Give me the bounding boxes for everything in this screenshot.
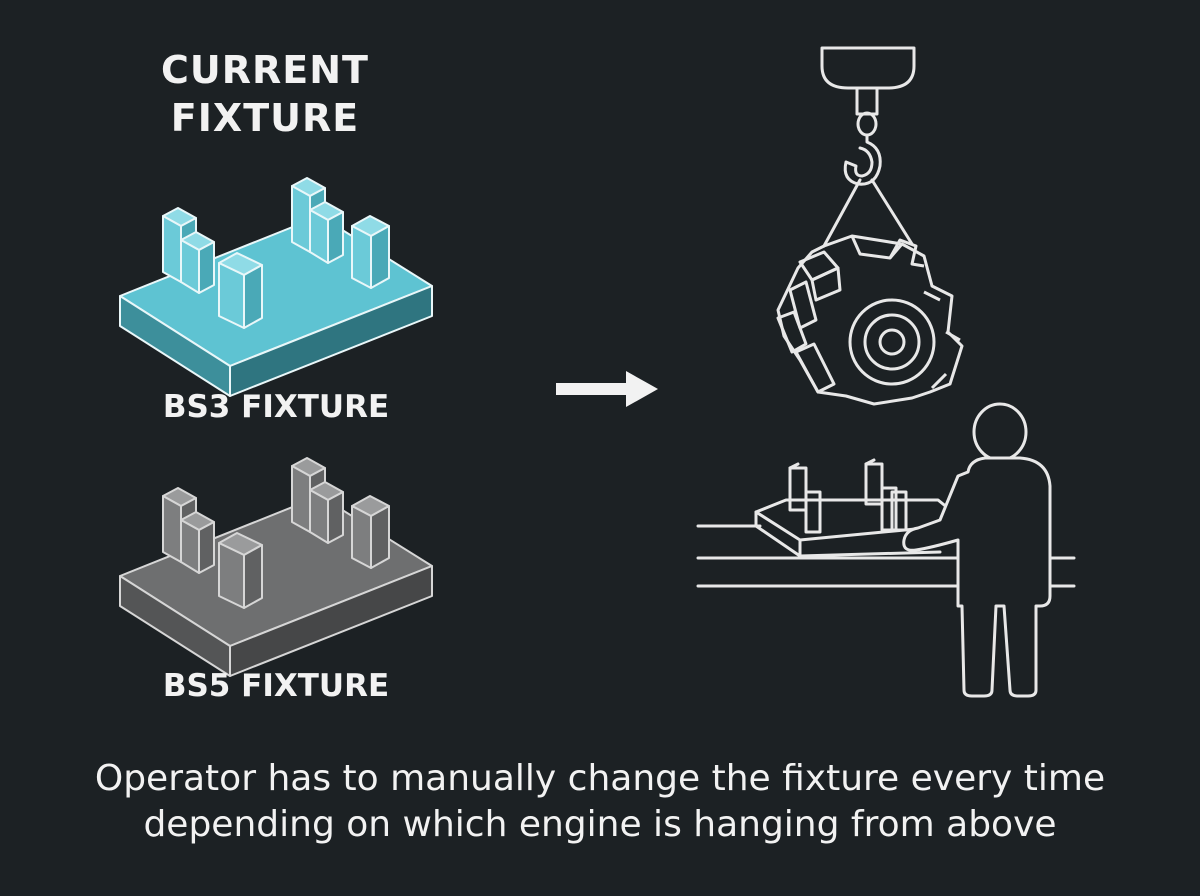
section-title: CURRENT FIXTURE	[95, 46, 435, 142]
arrow-right-icon	[556, 371, 658, 407]
engine-icon	[776, 234, 964, 406]
bs3-fixture-icon	[119, 177, 433, 397]
workbench-fixture-icon	[696, 458, 1076, 588]
bs5-fixture-label: BS5 FIXTURE	[162, 668, 390, 704]
caption: Operator has to manually change the fixt…	[40, 756, 1160, 848]
title-line-1: CURRENT	[161, 48, 369, 92]
title-line-2: FIXTURE	[170, 96, 360, 140]
caption-line-1: Operator has to manually change the fixt…	[94, 758, 1106, 799]
crane-hook-icon	[820, 46, 916, 248]
bs5-fixture-icon	[119, 457, 433, 677]
operator-icon	[902, 402, 1052, 698]
caption-line-2: depending on which engine is hanging fro…	[143, 804, 1057, 845]
bs3-fixture-label: BS3 FIXTURE	[162, 389, 390, 425]
